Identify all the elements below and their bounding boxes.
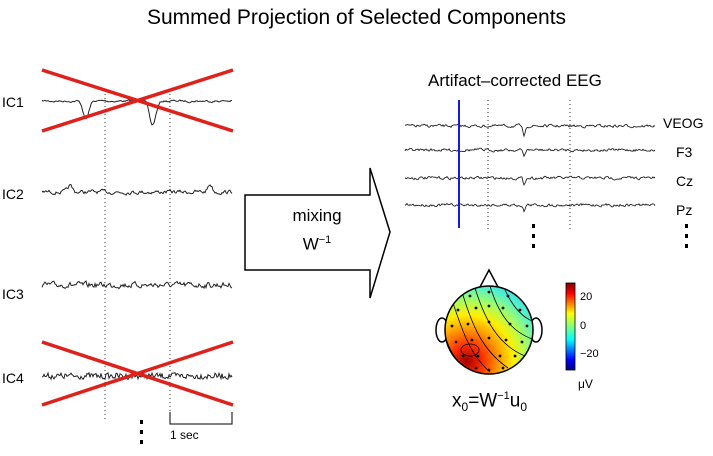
figure-title: Summed Projection of Selected Components [146,6,567,29]
ic4-trace [41,371,233,381]
electrode-dot [518,308,522,312]
formula: x0=W−1u0 [452,390,528,415]
electrode-dot [487,368,491,372]
electrode-dot [487,336,491,340]
channel-label-veog: VEOG [663,115,704,131]
channel-label-f3: F3 [676,144,693,160]
electrode-dot [520,340,524,344]
more-channels-ellipsis [532,224,688,248]
mixing-label: mixing W−1 [292,206,342,254]
scalp-topography-map [435,268,543,375]
electrode-dot [474,366,478,370]
electrode-dot [487,290,491,294]
electrode-dot [513,354,517,358]
channel-trace-veog [404,123,656,138]
electrode-dot [508,322,512,326]
electrode-dot [461,354,465,358]
scale-bar [169,412,233,425]
ic1-rejected-cross [41,68,234,133]
colorbar-tick-0: 0 [580,320,587,332]
corrected-eeg-title: Artifact–corrected EEG [428,71,602,90]
electrode-dot [456,308,460,312]
electrode-dot [487,304,491,308]
ic3-trace [41,280,233,290]
channel-trace-f3 [404,147,656,158]
channel-trace-pz [404,202,656,213]
ic3-label: IC3 [2,286,24,302]
colorbar-unit: μV [578,377,593,391]
channel-trace-cz [404,175,656,186]
more-components-ellipsis [140,420,143,444]
electrode-dot [476,354,480,358]
electrode-dot [454,340,458,344]
electrode-dot [468,294,472,298]
mixing-arrow [244,167,391,299]
channel-label-cz: Cz [676,173,694,189]
electrode-dot [506,294,510,298]
electrode-dot [504,338,508,342]
electrode-dot [498,354,502,358]
electrode-dot [501,366,505,370]
colorbar-tick-20: 20 [580,291,593,303]
ic2-label: IC2 [2,186,24,202]
scale-bar-label: 1 sec [170,428,199,442]
ic4-rejected-cross [41,340,234,407]
electrode-dot [525,324,529,328]
electrode-dot [470,338,474,342]
ic4-label: IC4 [2,370,24,386]
channel-label-pz: Pz [676,202,693,218]
electrode-dot [474,306,478,310]
electrode-dot [501,306,505,310]
ic1-label: IC1 [2,94,24,110]
colorbar-tick-minus20: −20 [580,348,599,360]
electrode-dot [450,324,454,328]
electrode-dot [487,320,491,324]
ic2-trace [41,183,233,196]
electrode-dot [466,322,470,326]
colorbar [565,282,576,371]
